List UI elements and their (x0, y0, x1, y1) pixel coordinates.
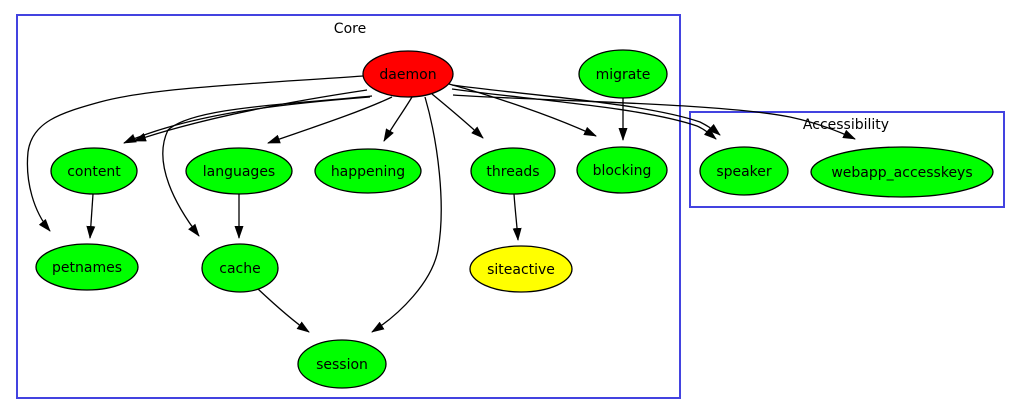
node-speaker (699, 146, 789, 196)
node-daemon (362, 50, 454, 98)
node-migrate-label: migrate (596, 67, 651, 83)
node-migrate (578, 49, 668, 99)
node-cache-label: cache (219, 261, 260, 277)
cluster-accessibility-border (689, 111, 1005, 208)
edge-daemon-to-blocking (448, 83, 597, 137)
node-happening (314, 148, 422, 194)
cluster-accessibility-label: Accessibility (803, 117, 889, 133)
node-siteactive-label: siteactive (487, 262, 555, 278)
node-content (50, 147, 138, 195)
node-threads-label: threads (486, 164, 539, 180)
edge-daemon-to-speaker (451, 88, 717, 140)
node-webapp_accesskeys (810, 146, 994, 198)
node-languages-label: languages (203, 164, 275, 180)
node-threads (470, 147, 556, 195)
cluster-core-border (16, 14, 681, 399)
edge-threads-to-siteactive (512, 193, 522, 241)
edge-cache-to-session (257, 288, 310, 333)
node-blocking (576, 146, 668, 194)
cluster-core-label: Core (334, 21, 366, 37)
node-content-label: content (67, 164, 121, 180)
node-happening-label: happening (331, 164, 405, 180)
node-cache (201, 243, 279, 293)
edge-daemon-to-cache (162, 95, 373, 237)
node-daemon-label: daemon (379, 67, 436, 83)
node-siteactive (469, 245, 573, 293)
node-blocking-label: blocking (593, 163, 652, 179)
edge-daemon-to-petnames (26, 75, 364, 232)
node-languages (185, 147, 293, 195)
edge-daemon-to-happening (383, 96, 413, 142)
edge-daemon-to-threads (431, 93, 484, 139)
node-webapp_accesskeys-label: webapp_accesskeys (831, 165, 972, 181)
edge-content-to-petnames (86, 193, 96, 239)
node-petnames (35, 243, 139, 291)
node-speaker-label: speaker (716, 164, 772, 180)
node-session-label: session (316, 357, 368, 373)
node-petnames-label: petnames (52, 260, 122, 276)
edge-daemon-to-session (371, 96, 442, 333)
edge-daemon-to-languages (267, 96, 393, 144)
edge-daemon-to-content (133, 89, 368, 142)
edge-daemon-to-webapp_accesskeys (452, 94, 856, 140)
node-session (297, 339, 387, 389)
